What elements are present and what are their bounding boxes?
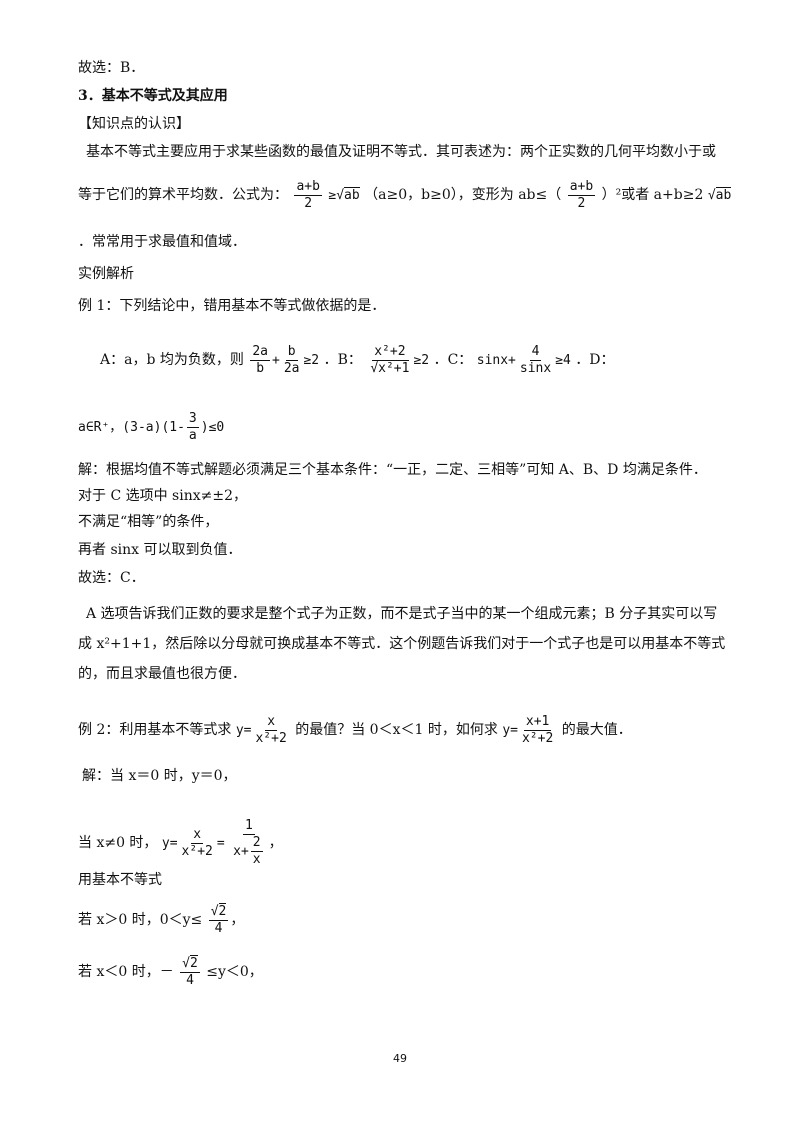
solution-2-line-1: 解：当 x＝0 时，y＝0，	[82, 768, 237, 784]
solution-2-line-3: 用基本不等式	[78, 872, 162, 888]
solution-3: 不满足“相等”的条件，	[78, 514, 219, 530]
intro-line-3: ．常常用于求最值和值域．	[78, 234, 246, 250]
answer-c: 故选：C．	[78, 570, 145, 586]
option-a: A：a，b 均为负数，则	[100, 352, 244, 368]
section-heading: 3．基本不等式及其应用	[78, 88, 228, 104]
page-number: 49	[393, 1052, 407, 1065]
case-title: 实例解析	[78, 266, 134, 282]
formula-lead: 等于它们的算术平均数．公式为：	[78, 187, 288, 203]
knowledge-label: 【知识点的认识】	[78, 116, 190, 132]
solution-2: 对于 C 选项中 sinx≠±2，	[78, 488, 248, 504]
solution-2-positive: 若 x＞0 时，0＜y≤	[78, 912, 203, 928]
option-b: ．B：	[323, 352, 362, 368]
sqrt-ab: √ab	[707, 187, 732, 203]
option-d-lead: a∈R⁺，(3-a)(1-	[78, 420, 185, 435]
example-2-lead: 例 2：利用基本不等式求	[78, 722, 232, 738]
solution-2-negative: 若 x＜0 时，－	[78, 964, 174, 980]
example-2-mid: 的最值？当 0＜x＜1 时，如何求	[295, 722, 498, 738]
example-1: 例 1：下列结论中，错用基本不等式做依据的是．	[78, 298, 386, 314]
note-3: 的，而且求最值也很方便．	[78, 666, 246, 682]
option-d-tail: )≤0	[200, 420, 225, 435]
solution-1: 解：根据均值不等式解题必须满足三个基本条件：“一正，二定、三相等”可知 A、B、…	[78, 462, 707, 478]
intro-line-1: 基本不等式主要应用于求某些函数的最值及证明不等式．其可表述为：两个正实数的几何平…	[86, 144, 716, 160]
solution-2-negative-tail: ≤y＜0，	[206, 964, 263, 980]
solution-2-lead: 当 x≠0 时，	[78, 835, 158, 851]
frac-x2-plus-2: x²+2√x²+1	[370, 343, 410, 376]
formula-mid: （a≥0，b≥0），变形为 ab≤（	[364, 187, 562, 203]
geq-sqrt-ab: ≥√ab	[328, 187, 360, 203]
answer-b: 故选：B．	[78, 60, 145, 76]
note-2: 成 x²+1+1，然后除以分母就可换成基本不等式．这个例题告诉我们对于一个式子也…	[78, 636, 726, 652]
solution-4: 再者 sinx 可以取到负值．	[78, 542, 242, 558]
option-c: ．C：	[433, 352, 473, 368]
note-1: A 选项告诉我们正数的要求是整个式子为正数，而不是式子当中的某一个组成元素；B …	[86, 606, 718, 622]
option-d: ．D：	[575, 352, 615, 368]
example-2-tail: 的最大值．	[561, 722, 632, 738]
formula-tail: ）²或者 a+b≥2	[601, 187, 704, 203]
